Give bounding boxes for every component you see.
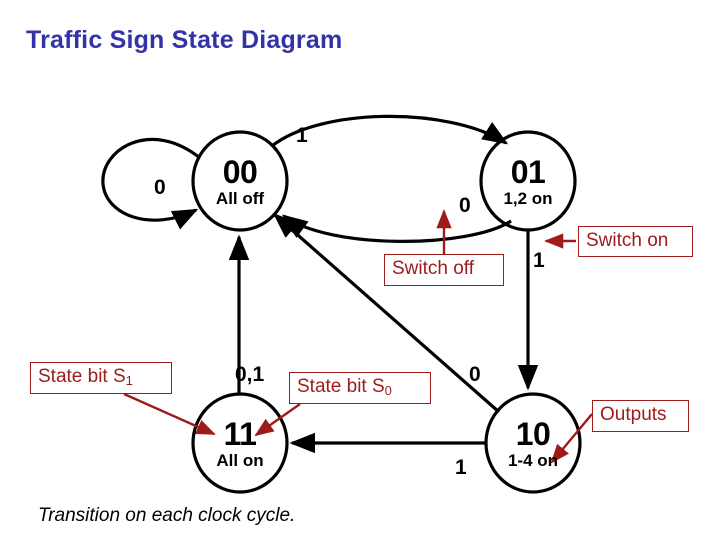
leader-state-bit-s0 — [254, 403, 301, 437]
annotation-switch-on-label: Switch on — [586, 230, 669, 251]
annotation-outputs-label: Outputs — [600, 404, 667, 425]
state-circle-11[interactable] — [191, 392, 289, 494]
state-circle-00[interactable] — [191, 130, 289, 232]
annotation-switch-off-label: Switch off — [392, 258, 475, 279]
page-title: Traffic Sign State Diagram — [26, 26, 343, 54]
annotation-state-bit-s0-subscript: 0 — [384, 383, 392, 398]
leader-outputs — [550, 413, 593, 464]
leader-state-bit-s1 — [123, 392, 216, 436]
annotation-state-bit-s1-label: State bit S — [38, 366, 126, 387]
state-circle-10[interactable] — [484, 392, 582, 494]
annotation-state-bit-s1-subscript: 1 — [125, 373, 133, 388]
annotation-switch-on: Switch on — [578, 226, 693, 257]
annotation-outputs: Outputs — [592, 400, 689, 432]
annotation-state-bit-s0-label: State bit S — [297, 376, 385, 397]
annotation-state-bit-s1: State bit S1 — [30, 362, 172, 394]
annotation-switch-off: Switch off — [384, 254, 504, 286]
annotation-state-bit-s0: State bit S0 — [289, 372, 431, 404]
edge-10-to-00 — [273, 213, 501, 414]
edge-00-to-00 — [101, 137, 201, 230]
edge-01-to-00 — [281, 214, 512, 243]
state-circle-01[interactable] — [479, 130, 577, 232]
edge-00-to-01 — [271, 114, 509, 148]
diagram-caption: Transition on each clock cycle. — [38, 505, 296, 526]
